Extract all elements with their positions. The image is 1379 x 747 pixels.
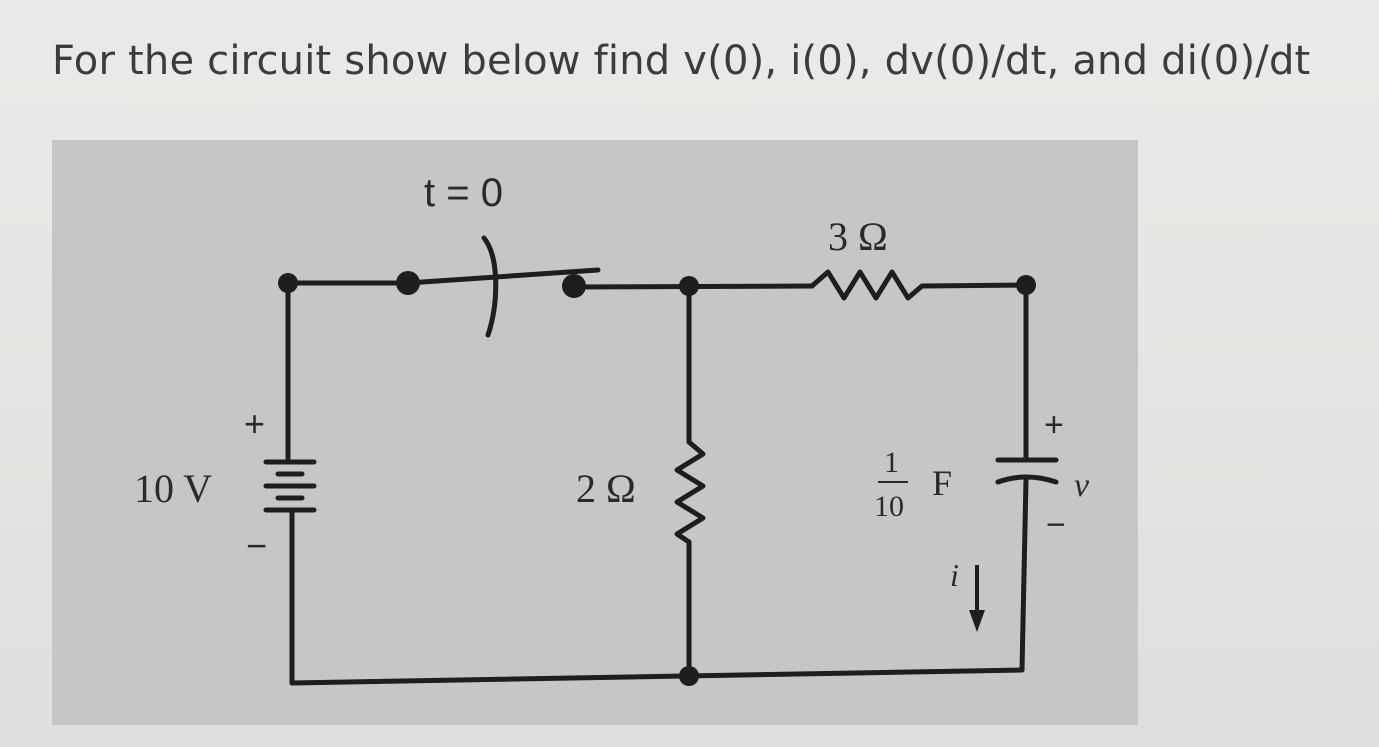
question-text: For the circuit show below find v(0), i(… <box>52 38 1311 84</box>
wire-bottom <box>289 667 1025 686</box>
wire-right-lower <box>1019 477 1029 673</box>
resistor-2-ohm <box>674 439 706 545</box>
voltage-label: v <box>1074 467 1090 504</box>
capacitor-unit: F <box>932 463 952 503</box>
switch-blade <box>405 267 601 286</box>
node-top-right <box>1016 275 1036 295</box>
capacitor-minus-sign: − <box>1046 506 1066 544</box>
resistor-2-ohm-label: 2 Ω <box>576 466 636 511</box>
source-plus-sign: + <box>244 403 265 444</box>
capacitor-denominator: 10 <box>874 490 904 523</box>
node-top-left <box>278 273 298 293</box>
circuit-diagram: t = 0 3 Ω 2 Ω 10 V + − 1 10 F + − v i <box>52 140 1138 725</box>
capacitor-plus-sign: + <box>1044 406 1064 444</box>
switch-actuator <box>481 235 499 338</box>
switch-label: t = 0 <box>424 171 503 215</box>
switch-terminal-left <box>396 271 420 295</box>
capacitor-symbol <box>995 457 1059 485</box>
node-top-middle <box>679 276 699 296</box>
current-arrow <box>969 565 985 632</box>
source-label: 10 V <box>134 466 212 511</box>
resistor-3-ohm <box>809 269 925 301</box>
resistor-3-ohm-label: 3 Ω <box>828 214 888 259</box>
capacitor-numerator: 1 <box>884 446 899 479</box>
current-label: i <box>950 557 959 593</box>
battery-symbol <box>263 459 317 513</box>
source-minus-sign: − <box>246 525 267 566</box>
node-bottom-middle <box>679 666 699 686</box>
switch-terminal-right <box>562 274 586 298</box>
wire-top-right <box>919 282 1029 289</box>
